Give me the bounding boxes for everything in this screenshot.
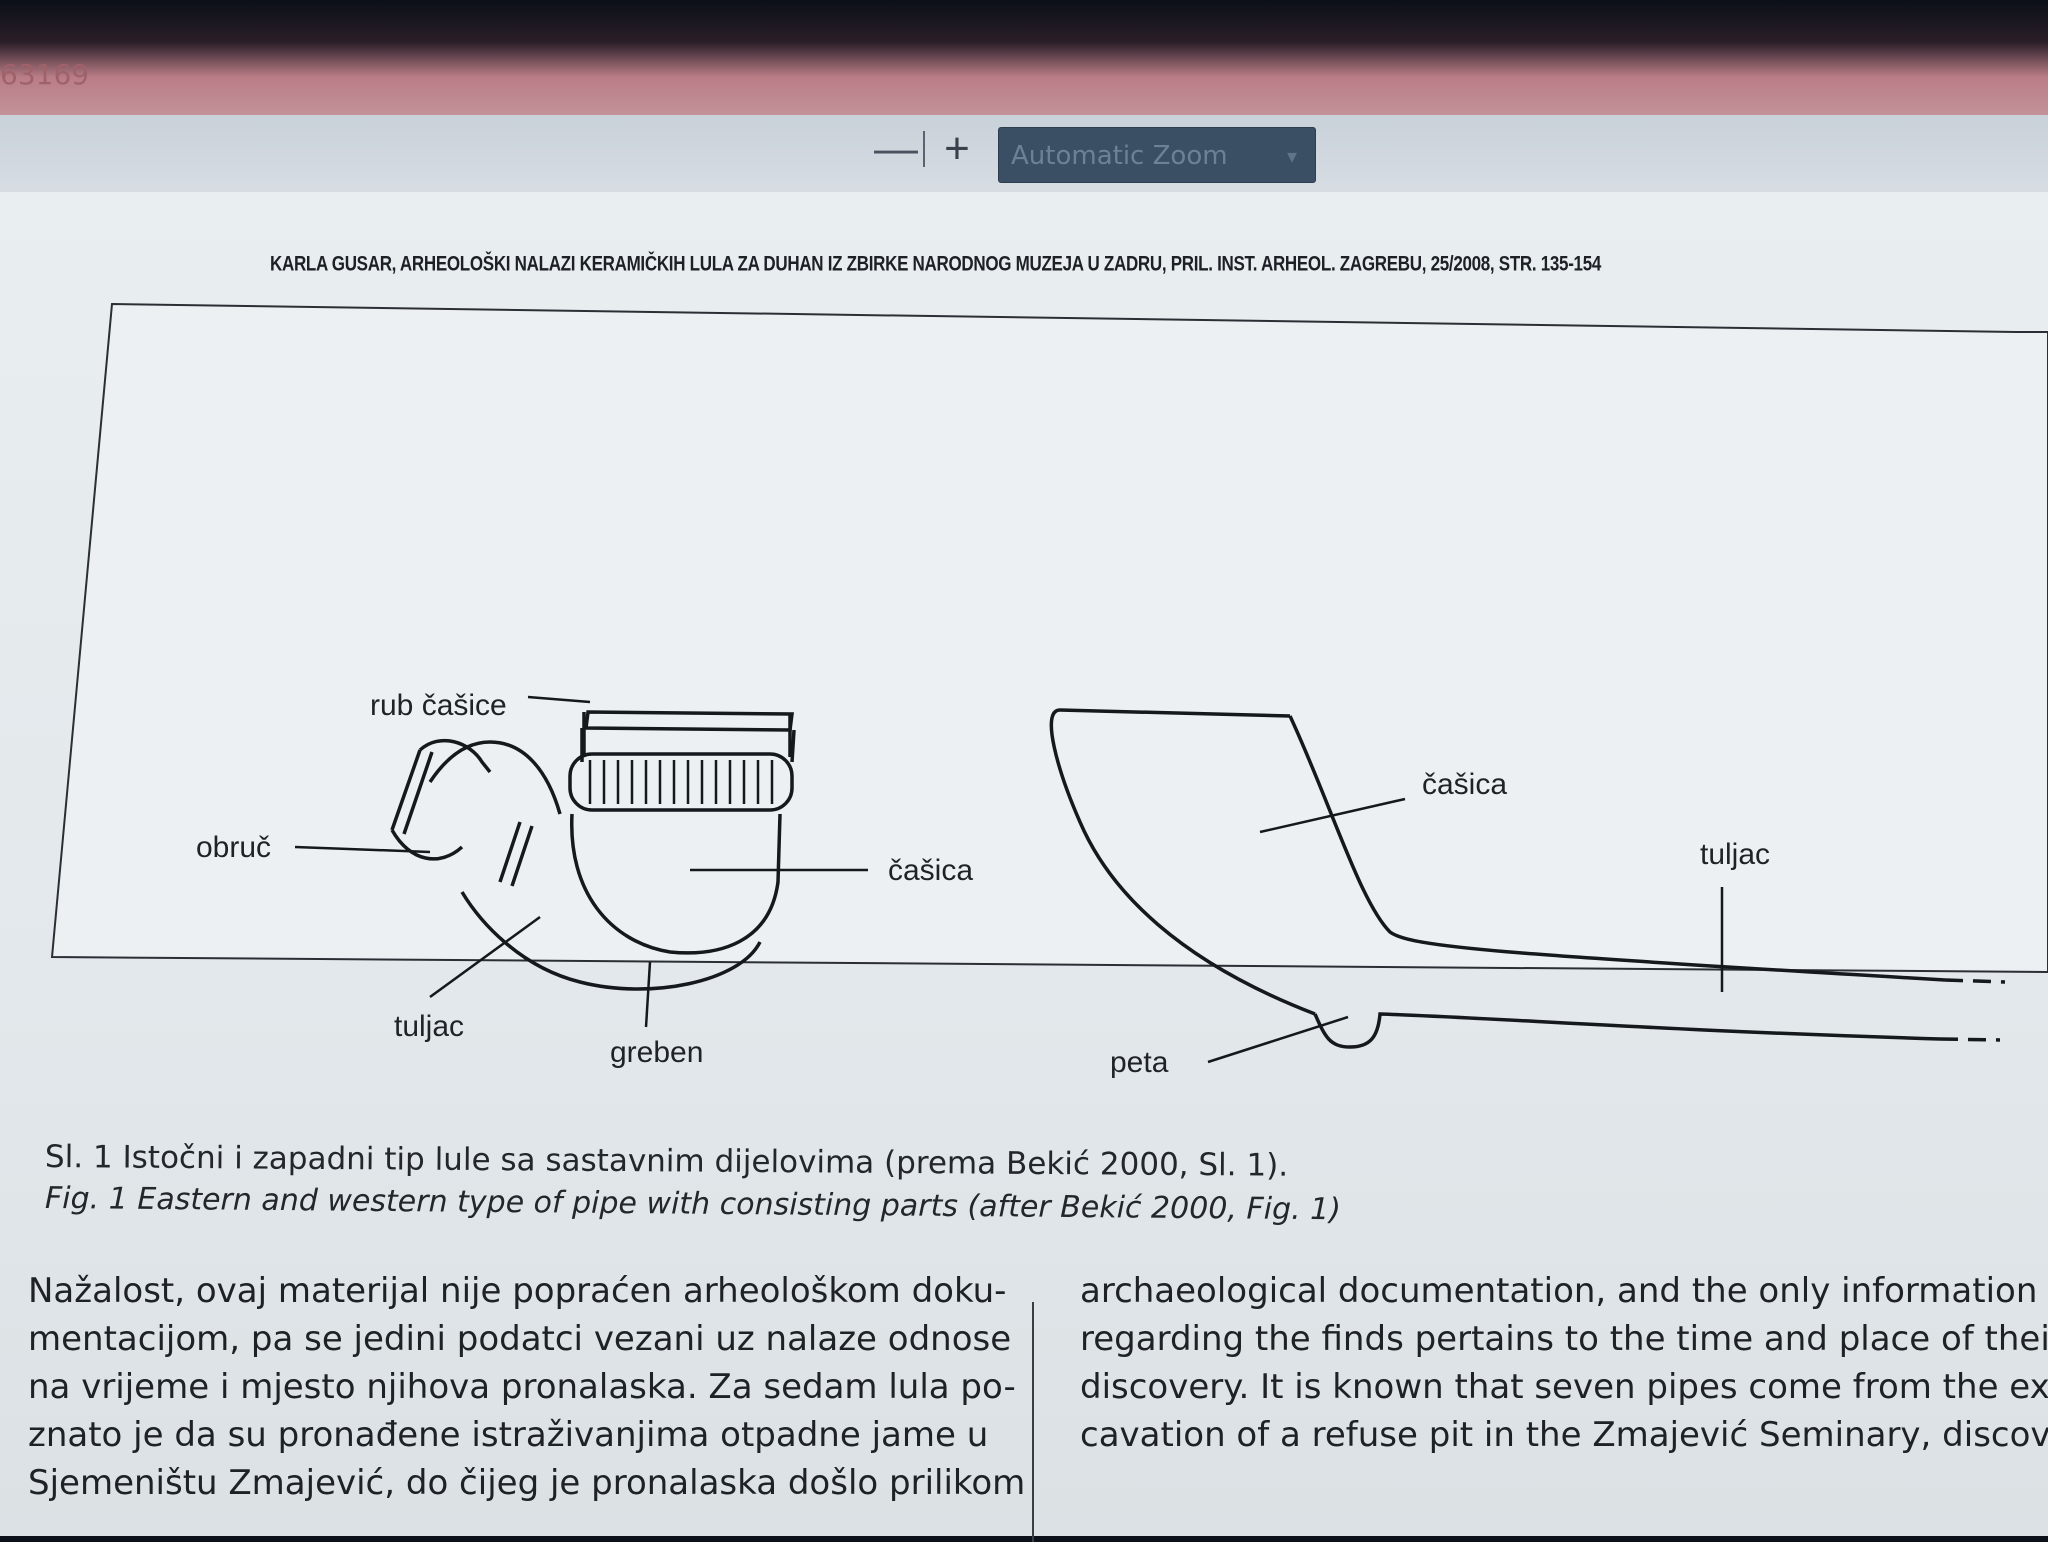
label-casica-left: čašica xyxy=(888,854,973,887)
running-head: KARLA GUSAR, ARHEOLOŠKI NALAZI KERAMIČKI… xyxy=(270,252,1870,277)
chevron-down-icon: ▾ xyxy=(1287,128,1297,184)
zoom-separator xyxy=(923,131,925,167)
body-column-croatian: Nažalost, ovaj materijal nije popraćen a… xyxy=(28,1267,1003,1507)
body-line: mentacijom, pa se jedini podatci vezani … xyxy=(28,1315,1003,1363)
caption-croatian: Sl. 1 Istočni i zapadni tip lule sa sast… xyxy=(45,1139,1645,1186)
label-greben: greben xyxy=(610,1036,703,1069)
figure-captions: Sl. 1 Istočni i zapadni tip lule sa sast… xyxy=(45,1139,1645,1216)
label-obruc: obruč xyxy=(196,831,271,864)
body-line: na vrijeme i mjesto njihova pronalaska. … xyxy=(28,1363,1003,1411)
body-column-english: archaeological documentation, and the on… xyxy=(1080,1267,2048,1459)
caption-english: Fig. 1 Eastern and western type of pipe … xyxy=(45,1181,1645,1230)
zoom-out-button[interactable]: — xyxy=(868,123,918,173)
label-casica-right: čašica xyxy=(1422,768,1507,801)
figure-frame xyxy=(52,304,2048,972)
zoom-select-value: Automatic Zoom xyxy=(1011,141,1228,171)
body-line: Sjemeništu Zmajević, do čijeg je pronala… xyxy=(28,1459,1003,1507)
body-line: cavation of a refuse pit in the Zmajević… xyxy=(1080,1411,2048,1459)
body-line: discovery. It is known that seven pipes … xyxy=(1080,1363,2048,1411)
label-peta: peta xyxy=(1110,1046,1169,1079)
zoom-in-button[interactable]: + xyxy=(932,123,982,173)
label-tuljac-left: tuljac xyxy=(394,1010,464,1043)
column-divider xyxy=(1032,1302,1034,1542)
pdf-page: KARLA GUSAR, ARHEOLOŠKI NALAZI KERAMIČKI… xyxy=(0,192,2048,1536)
body-line: regarding the finds pertains to the time… xyxy=(1080,1315,2048,1363)
label-tuljac-right: tuljac xyxy=(1700,838,1770,871)
tab-title[interactable]: 63169 xyxy=(0,58,89,91)
pdf-toolbar: — + Automatic Zoom ▾ xyxy=(0,115,2048,197)
zoom-select[interactable]: Automatic Zoom ▾ xyxy=(998,127,1316,183)
label-rub-casice: rub čašice xyxy=(370,689,507,722)
body-line: archaeological documentation, and the on… xyxy=(1080,1267,2048,1315)
figure-1: rub čašice obruč čašica tuljac greben ča… xyxy=(0,302,2048,1202)
body-line: znato je da su pronađene istraživanjima … xyxy=(28,1411,1003,1459)
body-line: Nažalost, ovaj materijal nije popraćen a… xyxy=(28,1267,1003,1315)
